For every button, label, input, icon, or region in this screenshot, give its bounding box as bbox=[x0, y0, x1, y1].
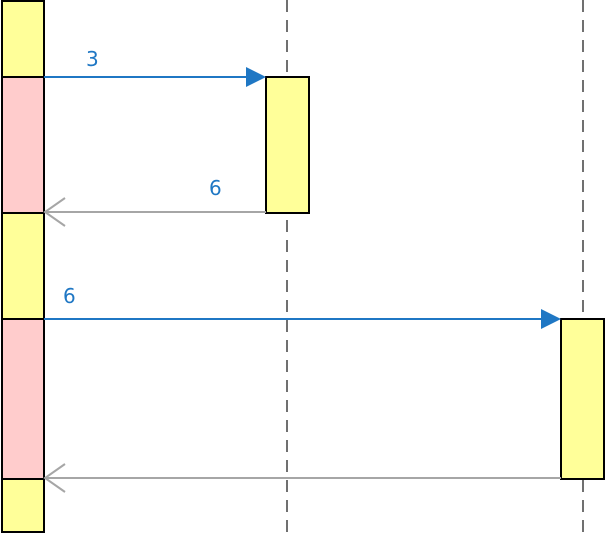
message-4-return-arrow bbox=[43, 463, 561, 493]
callee-2-activation bbox=[265, 76, 310, 214]
filled-arrowhead-icon bbox=[541, 309, 561, 329]
message-2-return-arrow bbox=[43, 197, 266, 227]
message-1-call-arrow bbox=[44, 67, 266, 87]
caller-activation-stack bbox=[1, 0, 45, 533]
filled-arrowhead-icon bbox=[246, 67, 266, 87]
open-arrowhead-icon bbox=[43, 463, 66, 493]
caller-waiting-segment-2 bbox=[1, 318, 45, 480]
message-1-label: 3 bbox=[86, 47, 99, 71]
caller-active-segment-3 bbox=[1, 478, 45, 533]
message-2-label: 6 bbox=[209, 176, 222, 200]
caller-waiting-segment-1 bbox=[1, 76, 45, 214]
message-3-label: 6 bbox=[63, 284, 76, 308]
open-arrowhead-icon bbox=[43, 197, 66, 227]
callee-3-activation bbox=[560, 318, 605, 480]
caller-active-segment-2 bbox=[1, 212, 45, 320]
message-3-call-arrow bbox=[44, 309, 561, 329]
caller-active-segment-1 bbox=[1, 0, 45, 78]
